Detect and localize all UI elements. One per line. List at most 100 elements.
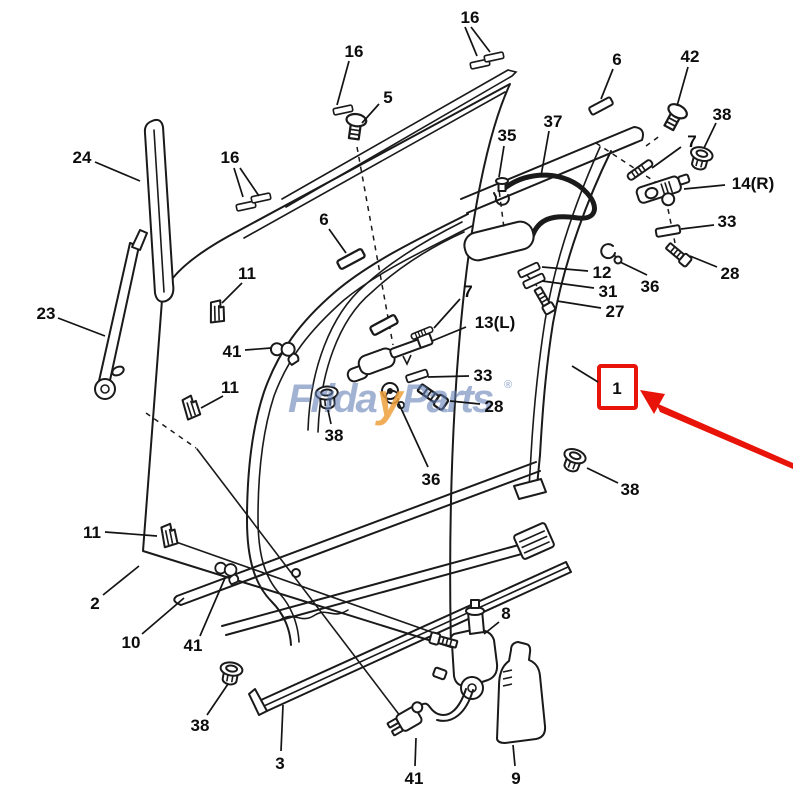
part-label: 42 [681, 47, 700, 66]
frame-rear-pillar-outer [536, 150, 612, 487]
leader-line [361, 103, 380, 124]
watermark-text-accent: y [375, 374, 405, 426]
leader-line [680, 224, 715, 230]
highlight-box [597, 364, 638, 410]
wiper-pivot-hole [100, 384, 110, 394]
part-label: 11 [221, 378, 239, 397]
part-label: 10 [122, 633, 141, 652]
leader-line [57, 317, 106, 337]
leader-line [676, 66, 689, 107]
leader-line [619, 261, 648, 276]
leader-line [464, 26, 478, 57]
wiper-arm-link [131, 229, 148, 251]
alignment-line [175, 541, 438, 635]
leader-line [102, 565, 140, 596]
leader-line [571, 365, 599, 383]
part-label: 31 [599, 282, 618, 301]
wiper-blade-inner [153, 129, 165, 293]
leader-line [104, 531, 158, 537]
leader-line [398, 403, 429, 468]
pad-16c [250, 192, 272, 204]
leader-line [433, 298, 461, 329]
part-label: 6 [612, 50, 621, 69]
part-label: 36 [641, 277, 660, 296]
part-label: 11 [238, 264, 256, 283]
wiper-pivot [94, 378, 116, 400]
highlight-annotations [597, 364, 793, 469]
pad-6b [368, 313, 400, 337]
wiper-washer [111, 365, 125, 377]
part-label: 16 [345, 42, 364, 61]
leader-line [431, 326, 467, 342]
part-label: 28 [721, 264, 740, 283]
harness-wire [196, 448, 405, 722]
axis-dashed-5 [356, 146, 394, 346]
v-mark [402, 354, 412, 366]
leader-line [94, 161, 141, 182]
motor-gear [460, 676, 484, 700]
leader-line [200, 395, 224, 409]
bolt-27 [531, 284, 557, 316]
screw-42 [659, 100, 691, 134]
clip-11c [181, 393, 202, 421]
frame-front-channel-inner [257, 225, 473, 643]
watermark: Frida y Parts ® [288, 374, 512, 426]
leader-line [483, 621, 500, 635]
pad-6a [335, 247, 367, 271]
pad-33a [654, 223, 682, 239]
glass-run-strip [281, 69, 518, 208]
upper-rail-10 [173, 461, 541, 606]
exploded-view-line-art [94, 51, 716, 744]
part-label: 12 [593, 263, 612, 282]
leader-line [328, 228, 347, 254]
leader-line [336, 60, 350, 106]
handle-loop [463, 220, 535, 262]
leader-line [556, 300, 602, 309]
bottle-ribs [502, 669, 513, 687]
red-arrow-head-icon [640, 390, 665, 414]
grommet-38c [558, 445, 589, 476]
leader-line [600, 68, 614, 100]
part-label: 7 [687, 132, 696, 151]
part-label: 7 [463, 282, 472, 301]
part-label: 28 [485, 397, 504, 416]
clip-11b [160, 522, 179, 549]
part-label: 41 [405, 769, 424, 788]
rear-pillar-foot [513, 478, 547, 500]
part-label: 3 [275, 754, 284, 773]
leader-line [239, 167, 260, 197]
bottom-rail-end-cap [248, 688, 268, 716]
part-label: 24 [73, 148, 92, 167]
leader-line [586, 467, 619, 484]
motor-cable-2 [436, 689, 474, 722]
sill-cable [279, 609, 349, 621]
leader-line [244, 347, 272, 351]
latch-14r [635, 173, 691, 207]
screw-5 [342, 111, 369, 142]
part-label: 38 [713, 105, 732, 124]
part-label-highlighted: 1 [612, 379, 621, 398]
part-label: 16 [221, 148, 240, 167]
connector-41 [386, 701, 424, 737]
part-label: 5 [383, 88, 392, 107]
pad-16a [332, 104, 354, 116]
part-label: 2 [90, 594, 99, 613]
glass-top-inner-edge [243, 91, 506, 239]
part-label: 16 [461, 8, 480, 27]
bottom-rail-groove [263, 566, 569, 707]
grommet-38d [216, 659, 245, 688]
leader-line [541, 266, 589, 272]
clip-35 [493, 177, 510, 206]
clamp-41a [268, 338, 301, 369]
leader-line [683, 184, 726, 190]
pad-6c [587, 95, 615, 117]
part-label: 33 [474, 366, 493, 385]
wiper-arm [98, 242, 140, 386]
part-label: 38 [621, 480, 640, 499]
part-label: 11 [83, 523, 101, 542]
leader-line [206, 683, 229, 716]
leader-line [703, 122, 717, 149]
